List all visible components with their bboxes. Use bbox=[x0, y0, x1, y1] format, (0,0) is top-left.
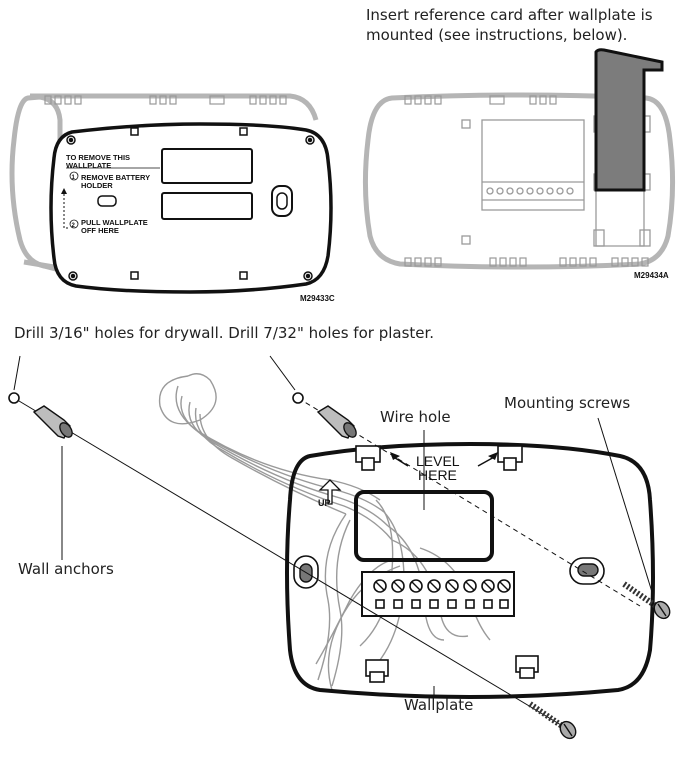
remove-title-line2: WALLPLATE bbox=[66, 161, 111, 170]
drill-instruction: Drill 3/16" holes for drywall. Drill 7/3… bbox=[14, 324, 435, 342]
reference-card bbox=[594, 48, 664, 192]
step2-number: 2 bbox=[72, 223, 76, 229]
drill-hole-right bbox=[292, 392, 304, 404]
step1-number: 1 bbox=[72, 175, 76, 181]
mounting-screws-label: Mounting screws bbox=[504, 394, 631, 412]
mounting-figure: UP LEVEL HERE bbox=[8, 355, 671, 740]
level-line1: LEVEL bbox=[416, 453, 460, 469]
wall-anchor-right bbox=[316, 405, 357, 439]
figure-code-left: M29433C bbox=[300, 294, 335, 303]
mounting-screw-right bbox=[622, 581, 671, 620]
thermostat-body-outline bbox=[9, 94, 63, 274]
wallplate-with-card-figure: M29434A bbox=[362, 48, 676, 280]
up-label: UP bbox=[318, 498, 331, 508]
drill-hole-left bbox=[8, 392, 20, 404]
top-vents bbox=[44, 95, 287, 105]
wall-anchors-label: Wall anchors bbox=[18, 560, 114, 578]
step1-line2: HOLDER bbox=[81, 181, 113, 190]
remove-title-line1: TO REMOVE THIS bbox=[66, 153, 130, 162]
wall-anchor-left bbox=[32, 405, 73, 439]
battery-holder-tab bbox=[97, 195, 117, 207]
figure-code-right: M29434A bbox=[634, 271, 669, 280]
display-slot-upper bbox=[161, 148, 253, 184]
terminal-block bbox=[361, 571, 515, 617]
display-slot-lower bbox=[161, 192, 253, 220]
reference-card-instruction-line1: Insert reference card after wallplate is bbox=[366, 6, 653, 24]
mounting-screw-bottom bbox=[528, 701, 577, 740]
reference-card-instruction-line2: mounted (see instructions, below). bbox=[366, 26, 628, 44]
step1-line1: REMOVE BATTERY bbox=[81, 173, 150, 182]
wallplate-body bbox=[285, 441, 655, 699]
wire-hole-label: Wire hole bbox=[380, 408, 451, 426]
step2-line1: PULL WALLPLATE bbox=[81, 218, 148, 227]
level-line2: HERE bbox=[418, 467, 457, 483]
thermostat-back-figure: TO REMOVE THIS WALLPLATE 1 REMOVE BATTER… bbox=[9, 93, 335, 303]
thermostat-wires bbox=[158, 373, 491, 691]
wallplate-label: Wallplate bbox=[404, 696, 474, 714]
step2-line2: OFF HERE bbox=[81, 226, 119, 235]
thermostat-body-top bbox=[30, 93, 319, 121]
up-arrow-icon bbox=[318, 479, 342, 505]
